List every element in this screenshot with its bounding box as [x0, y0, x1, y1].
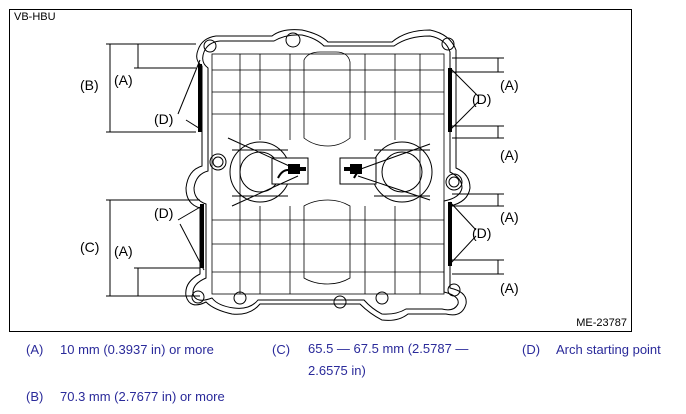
label-d-bottom-left: (D) [154, 205, 173, 221]
label-a-right-3: (A) [500, 209, 519, 225]
legend-item-a: (A) 10 mm (0.3937 in) or more [26, 342, 256, 364]
label-a-top-left: (A) [114, 72, 133, 88]
bolt-holes [191, 32, 463, 309]
legend-key-d: (D) [522, 342, 541, 357]
legend-text-d: Arch starting point [556, 342, 661, 357]
sealant-beads [198, 64, 452, 268]
label-d-bottom-right: (D) [472, 225, 491, 241]
legend-text-a: 10 mm (0.3937 in) or more [60, 342, 214, 357]
legend-item-b: (B) 70.3 mm (2.7677 in) or more [26, 389, 286, 411]
legend-item-d: (D) Arch starting point [522, 342, 682, 364]
callout-labels: (B) (A) (D) (D) (C) (A) (A) (D) (A) (A) … [80, 72, 519, 296]
connector-icons [277, 164, 363, 179]
figure-code: ME-23787 [576, 317, 627, 329]
label-d-top-right: (D) [472, 91, 491, 107]
label-a-right-4: (A) [500, 280, 519, 296]
legend-item-c: (C) 65.5 — 67.5 mm (2.5787 — 2.6575 in) [272, 341, 512, 386]
label-c: (C) [80, 239, 99, 255]
legend-text-b: 70.3 mm (2.7677 in) or more [60, 389, 225, 404]
dimension-lines-right [452, 57, 504, 275]
dimension-lines-left [106, 43, 200, 297]
label-a-bottom-left: (A) [114, 243, 133, 259]
label-a-right-1: (A) [500, 77, 519, 93]
gasket-drawing: (B) (A) (D) (D) (C) (A) (A) (D) (A) (A) … [80, 29, 519, 321]
label-a-right-2: (A) [500, 147, 519, 163]
diagram-figure: VB-HBU ME-23787 [9, 9, 632, 332]
rib-grid [211, 51, 445, 295]
legend-key-a: (A) [26, 342, 44, 357]
leader-lines [177, 59, 479, 271]
legend-key-b: (B) [26, 389, 44, 404]
figure-id: VB-HBU [14, 11, 56, 23]
label-d-top-left: (D) [154, 111, 173, 127]
legend-key-c: (C) [272, 342, 291, 357]
legend-text-c: 65.5 — 67.5 mm (2.5787 — 2.6575 in) [308, 341, 469, 378]
label-b: (B) [80, 77, 99, 93]
cover-outline [185, 29, 471, 321]
